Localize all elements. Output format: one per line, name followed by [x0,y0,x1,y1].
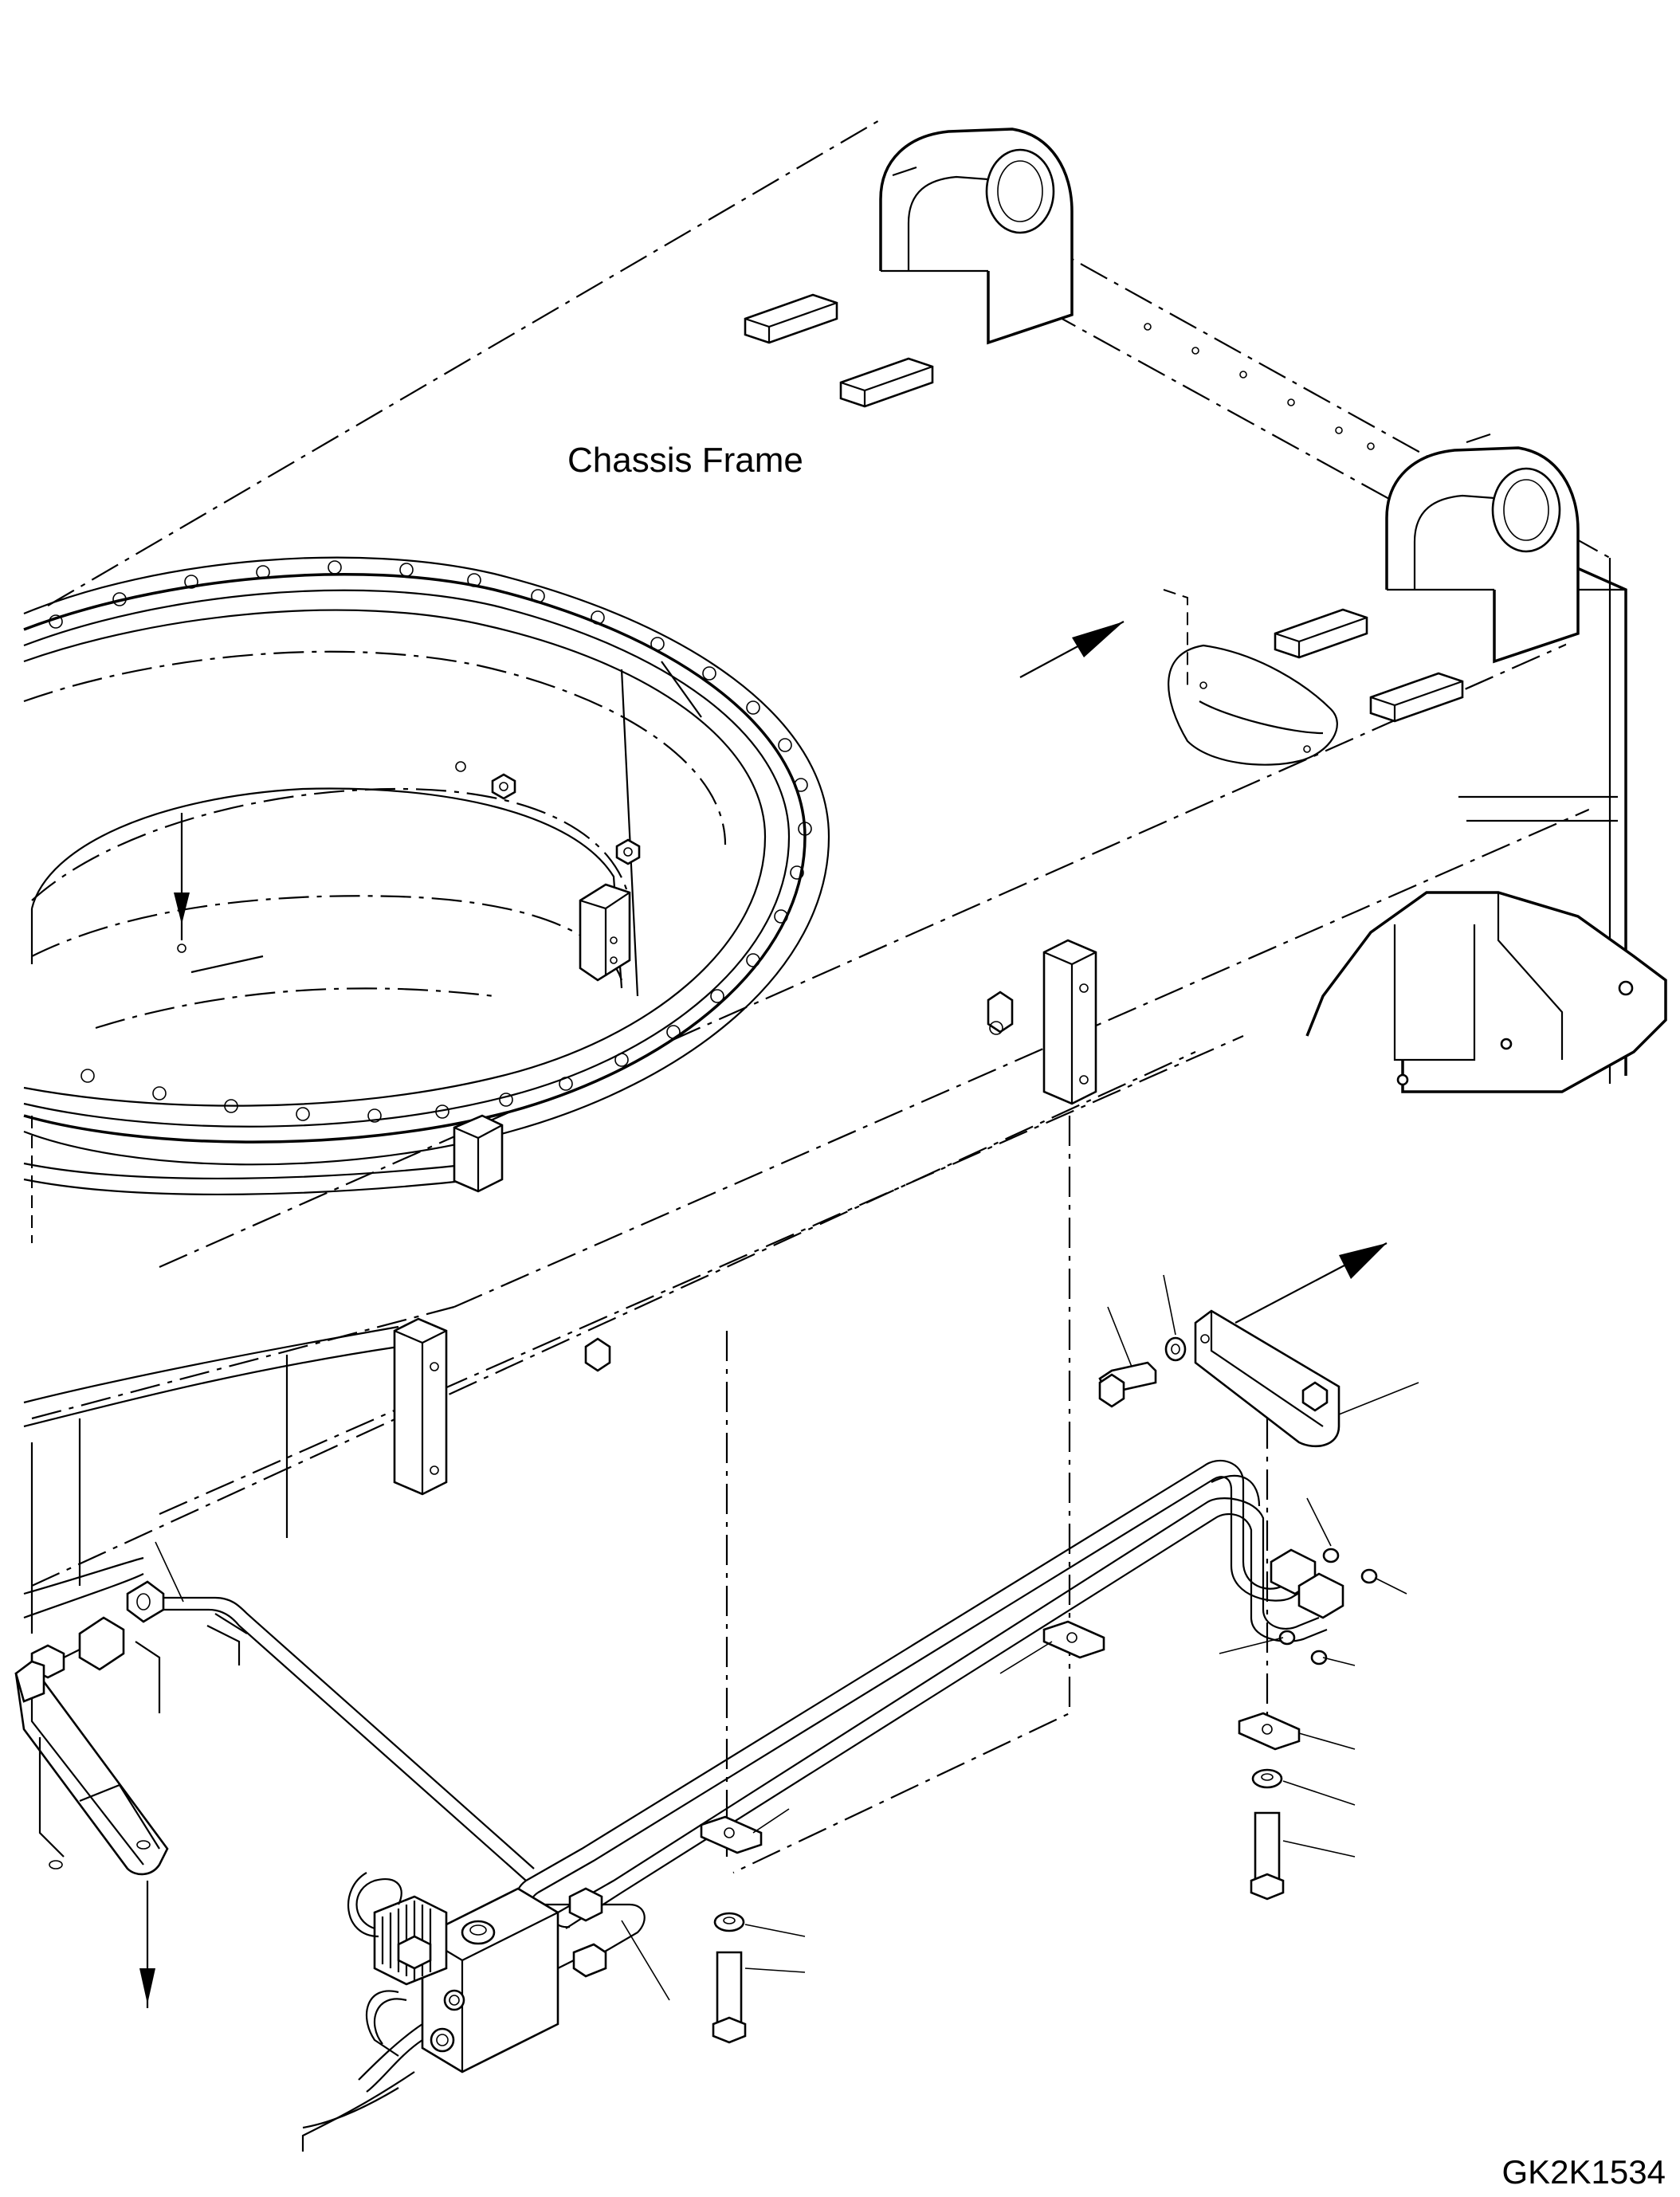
washers-bolts-lower [712,1768,1285,2044]
clips [700,1620,1301,1854]
chassis-frame [23,119,1667,1634]
edge-holes [1144,323,1375,450]
leader-lines [155,1274,1419,2001]
hydraulic-tube-assembly [159,1459,1328,1961]
frame-side-brackets [393,939,1097,1496]
bolt-upper [1098,1336,1187,1408]
diagram-title: Chassis Frame [567,441,803,480]
valve-block [301,1872,607,2152]
drawing-code: GK2K1534 [1502,2153,1666,2191]
lifting-eye-front [879,128,1074,345]
rear-bracket-plate [1194,1242,1388,1448]
assembly-lines [725,1116,1269,1873]
access-cover [1019,589,1338,766]
tube-clamp-bracket [14,1580,169,2008]
lifting-eye-rear [1385,433,1580,664]
elbow-fittings [1270,1548,1378,1665]
slewing-ring [23,556,830,1243]
top-pads [744,293,1464,723]
